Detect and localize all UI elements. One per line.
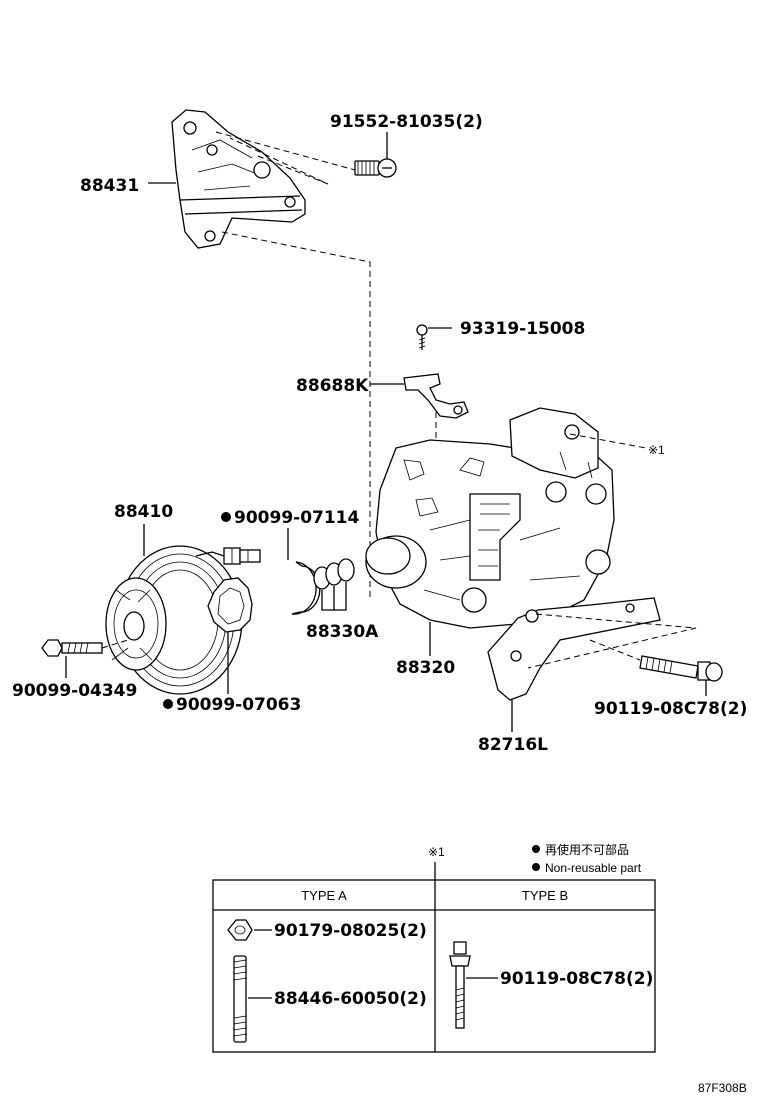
stay-dashed [527,613,697,669]
clamp-drawing [403,373,469,419]
bracket-to-compressor-dashed [221,231,371,600]
table-header-type-b: TYPE B [522,888,568,903]
label-clutch: 88410 [114,502,173,522]
bracket-bolt-drawing [354,158,397,178]
non-reusable-dot-pulley-ring [163,699,173,709]
legend: 再使用不可部品 Non-reusable part [532,842,642,875]
table-ref-mark: ※1 [428,845,445,859]
label-type-b-bolt: 90119-08C78(2) [500,969,653,989]
legend-dot-jp [532,845,540,853]
stay-drawing [487,597,661,701]
bracket-bolt-leader-a [215,131,356,171]
bracket-bolt-leader-b [229,137,329,185]
label-stay-bolt: 90119-08C78(2) [594,699,747,719]
legend-jp: 再使用不可部品 [545,842,629,857]
label-pulley-bolt: 90099-04349 [12,681,137,701]
type-b-bolt-drawing [449,941,471,1029]
label-type-a-stud: 88446-60050(2) [274,989,427,1009]
compressor-drawing [365,407,615,629]
shims-label-leader [321,582,347,611]
type-a-nut-drawing [227,919,253,941]
figure-code: 87F308B [698,1081,747,1095]
label-ref-mark: ※1 [648,443,665,457]
label-pulley-ring: 90099-07063 [176,695,301,715]
screw-drawing [416,324,428,350]
clutch-pulley-drawing [105,545,243,695]
bracket-88431-drawing [171,109,306,249]
legend-en: Non-reusable part [545,861,642,875]
pulley-bolt-dashed [101,639,129,649]
snap-ring-drawing [291,561,321,615]
label-compressor: 88320 [396,658,455,678]
label-screw: 93319-15008 [460,319,585,339]
pulley-bolt-drawing [41,639,103,657]
label-stay: 82716L [478,735,548,755]
legend-dot-en [532,863,540,871]
ref-mark-dashed [569,433,647,449]
stay-bolt-drawing [639,655,723,682]
table-header-type-a: TYPE A [301,888,347,903]
type-a-stud-drawing [233,955,247,1043]
label-type-a-nut: 90179-08025(2) [274,921,427,941]
label-clamp: 88688K [296,376,369,396]
type-table: ※1 TYPE A TYPE B 90179-08025(2) 88446-60… [212,845,656,1053]
clutch-connector-drawing [223,547,261,565]
label-snap-ring: 90099-07114 [234,508,360,528]
pulley-ring-drawing [207,577,253,633]
stay-bolt-dashed [589,639,641,661]
label-bracket-bolt: 91552-81035(2) [330,112,483,132]
non-reusable-dot-snap-ring [221,512,231,522]
shims-drawing [313,558,355,590]
label-shims: 88330A [306,622,379,642]
label-bracket: 88431 [80,176,139,196]
